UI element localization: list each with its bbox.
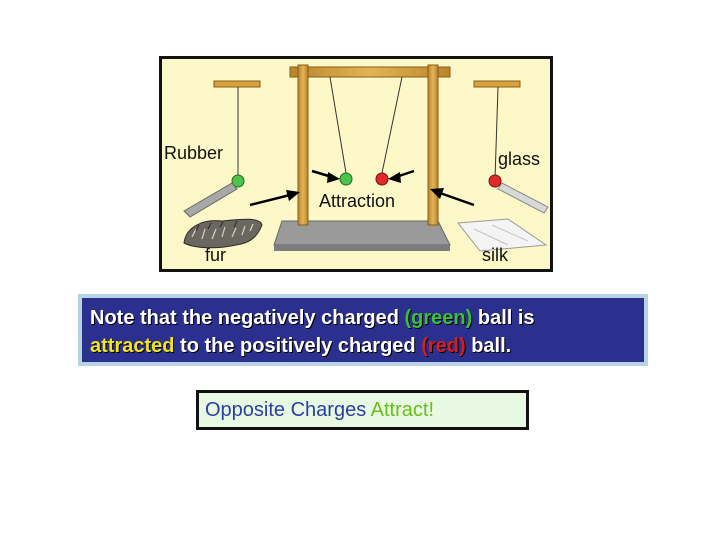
callout-text-1: Opposite Charges [205, 399, 371, 421]
label-silk: silk [482, 245, 508, 265]
stand-base-edge [274, 245, 450, 251]
left-stand [213, 80, 261, 188]
conclusion-callout: Opposite Charges Attract! [196, 390, 529, 430]
apparatus-drawing [183, 64, 549, 252]
red-ball-right [488, 174, 502, 188]
silk-cloth [457, 218, 548, 252]
red-ball-center [375, 172, 389, 186]
fur-piece [183, 218, 263, 249]
label-rubber: Rubber [164, 143, 224, 163]
green-ball-center [339, 172, 353, 186]
label-attraction: Attraction [319, 191, 396, 211]
explanation-note: Note that the negatively charged (green)… [78, 294, 648, 366]
note-text-2: ball is [472, 307, 535, 329]
note-green-term: (green) [404, 307, 473, 329]
arrow-left [249, 193, 291, 207]
note-text-4: ball. [465, 335, 512, 357]
label-fur: fur [205, 245, 227, 265]
right-stand [473, 80, 521, 188]
rubber-rod [183, 182, 238, 218]
note-text-3: to the positively charged [174, 335, 422, 357]
note-attracted-term: attracted [90, 335, 175, 357]
green-ball-left [231, 174, 245, 188]
callout-text-2: Attract! [370, 399, 435, 421]
label-glass: glass [498, 149, 541, 169]
apparatus-illustration: Rubber glass Attraction fur silk [159, 56, 553, 272]
arrow-right [439, 191, 475, 207]
note-text-1: Note that the negatively charged [90, 307, 405, 329]
center-frame [289, 64, 451, 226]
note-red-term: (red) [421, 335, 466, 357]
glass-rod [497, 182, 549, 214]
